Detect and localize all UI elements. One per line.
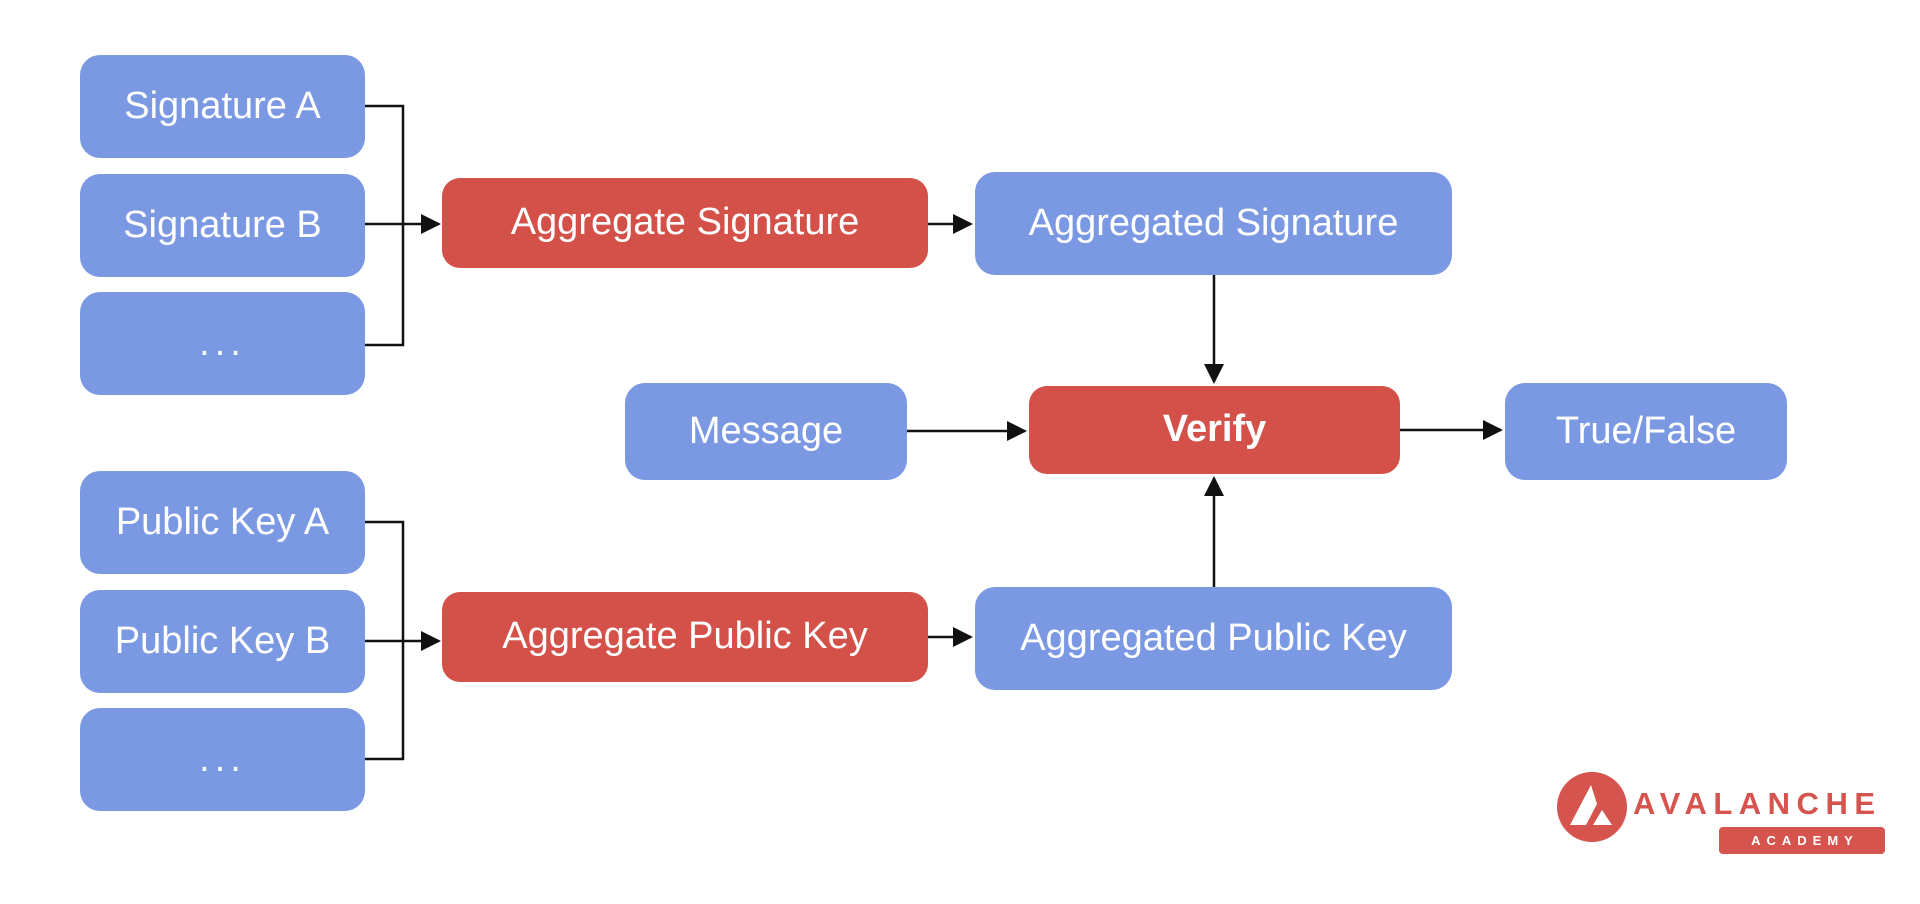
node-public-key-a: Public Key A (80, 471, 365, 574)
node-message: Message (625, 383, 907, 480)
node-public-key-b: Public Key B (80, 590, 365, 693)
node-verify: Verify (1029, 386, 1400, 474)
node-aggregated-signature: Aggregated Signature (975, 172, 1452, 275)
node-signature-b: Signature B (80, 174, 365, 277)
node-public-key-ellipsis: ... (80, 708, 365, 811)
logo-academy-badge: ACADEMY (1719, 827, 1885, 854)
node-aggregate-signature: Aggregate Signature (442, 178, 928, 268)
bracket-signatures (365, 104, 405, 347)
node-signature-a: Signature A (80, 55, 365, 158)
node-aggregate-public-key: Aggregate Public Key (442, 592, 928, 682)
node-aggregated-public-key: Aggregated Public Key (975, 587, 1452, 690)
bracket-public-keys (365, 520, 405, 761)
logo-wordmark: AVALANCHE (1633, 786, 1882, 821)
node-signature-ellipsis: ... (80, 292, 365, 395)
avalanche-academy-logo: AVALANCHE ACADEMY (1556, 771, 1890, 857)
node-true-false: True/False (1505, 383, 1787, 480)
avalanche-logo-icon (1557, 772, 1627, 842)
